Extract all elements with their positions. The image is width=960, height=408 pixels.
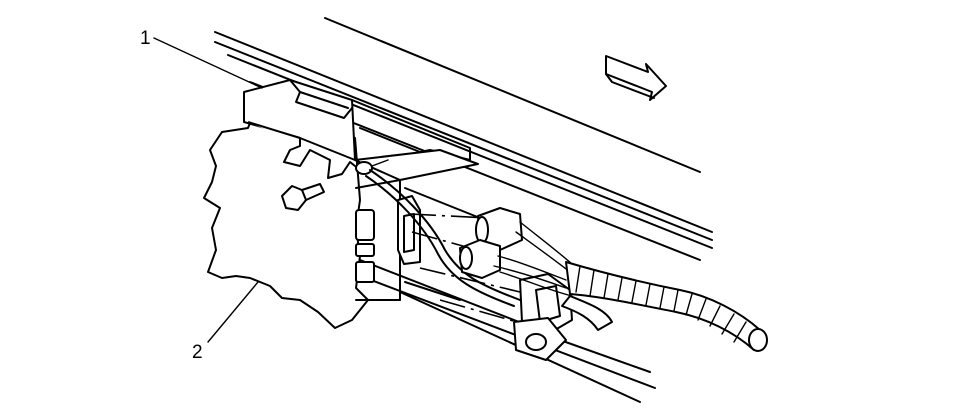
ground-wire [365, 169, 521, 307]
electrical-connectors [459, 207, 573, 361]
bolt-icon [281, 183, 325, 211]
callout-2-label: 2 [192, 342, 203, 363]
callout-1-label: 1 [140, 28, 151, 49]
ground-eyelet-icon [355, 159, 389, 175]
corrugated-loom [561, 261, 768, 352]
callout-2: 2 [192, 281, 259, 363]
bracket-slots [355, 195, 421, 283]
callout-1: 1 [140, 28, 263, 89]
forward-direction-arrow-icon [605, 55, 667, 101]
